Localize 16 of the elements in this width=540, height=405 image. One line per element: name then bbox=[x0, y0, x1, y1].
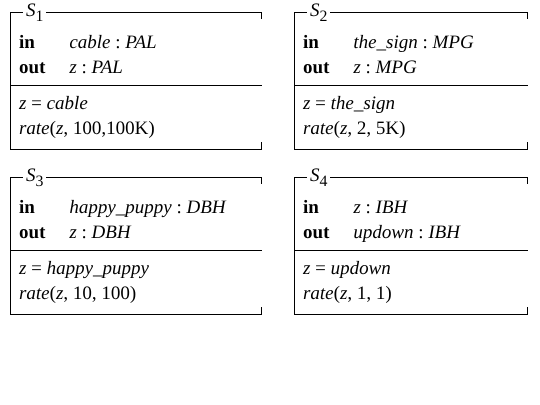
declaration: in z : IBH bbox=[302, 196, 409, 220]
predicate: rate(z, 2, 5K) bbox=[302, 117, 406, 141]
declaration: in cable : PAL bbox=[18, 31, 158, 55]
declaration: in the_sign : MPG bbox=[302, 31, 475, 55]
declaration: in happy_puppy : DBH bbox=[18, 196, 228, 220]
predicate: rate(z, 1, 1) bbox=[302, 282, 393, 306]
predicate: rate(z, 100,100K) bbox=[18, 117, 156, 141]
predicate: z = cable bbox=[18, 92, 89, 116]
declaration: out z : PAL bbox=[18, 56, 124, 80]
predicate: rate(z, 10, 100) bbox=[18, 282, 138, 306]
declaration: out updown : IBH bbox=[302, 221, 462, 245]
predicate: z = updown bbox=[302, 257, 392, 281]
predicate: z = the_sign bbox=[302, 92, 396, 116]
declaration: out z : MPG bbox=[302, 56, 418, 80]
predicate: z = happy_puppy bbox=[18, 257, 150, 281]
declaration: out z : DBH bbox=[18, 221, 132, 245]
